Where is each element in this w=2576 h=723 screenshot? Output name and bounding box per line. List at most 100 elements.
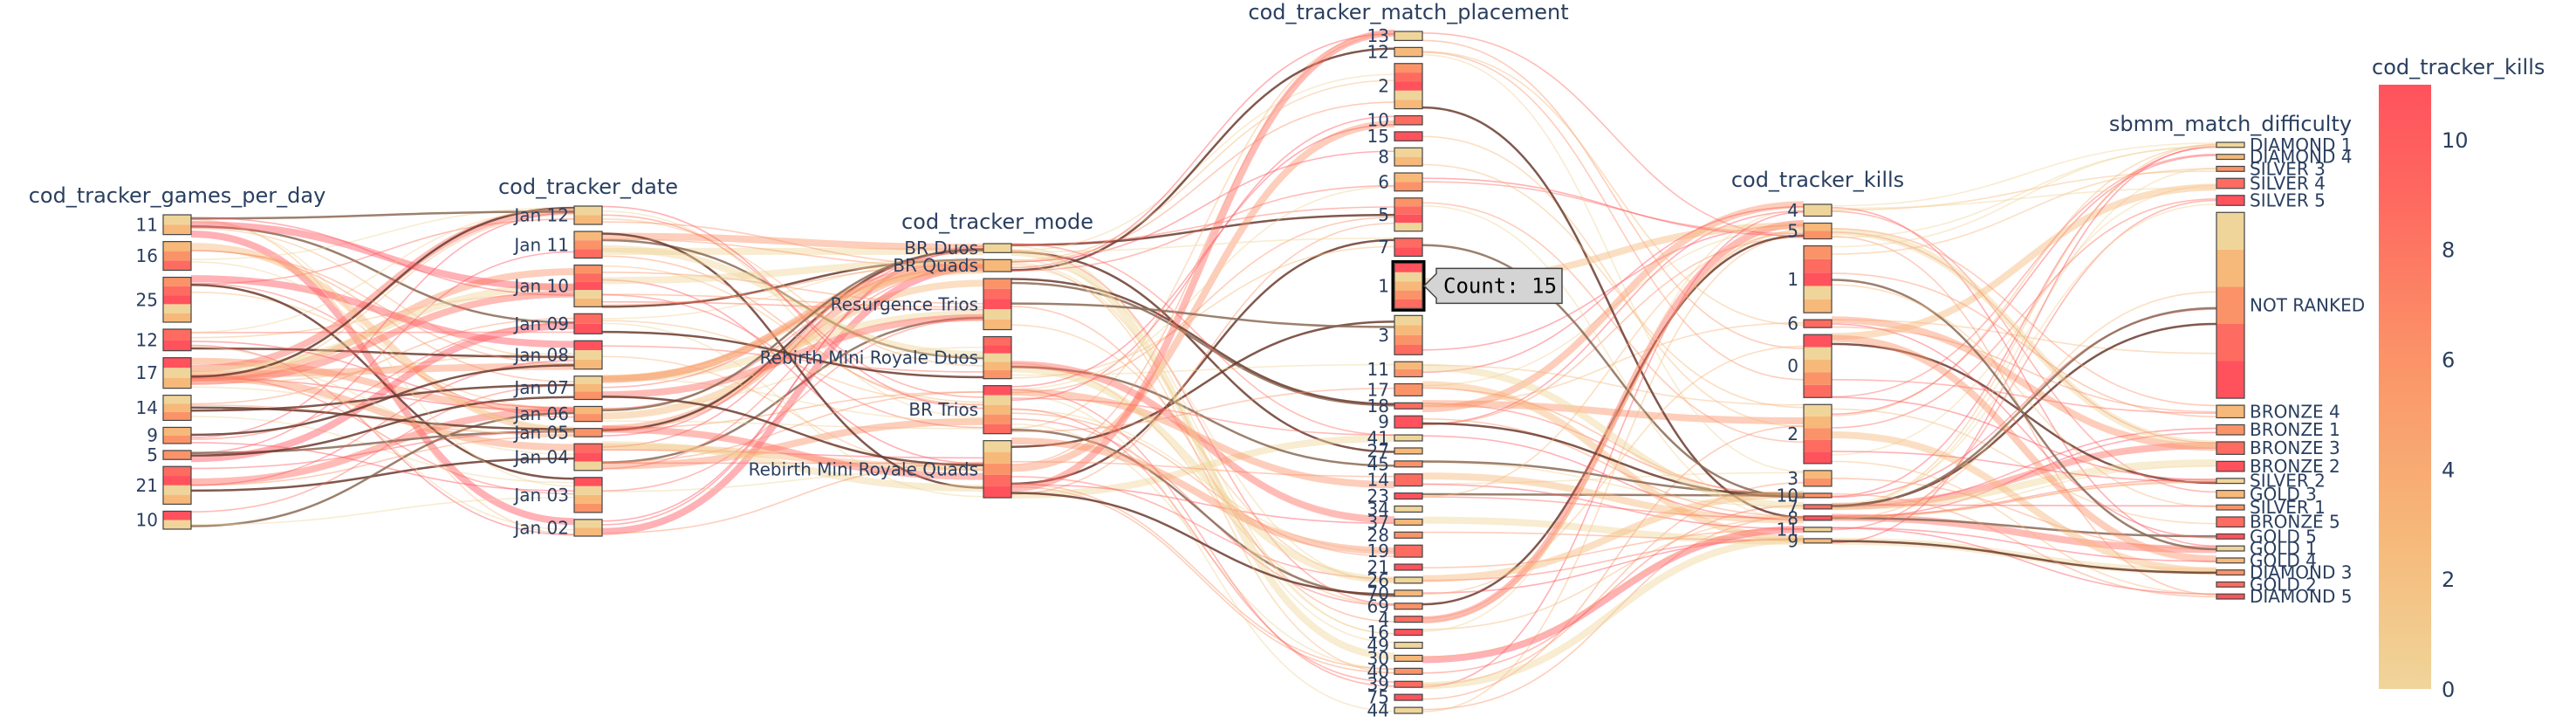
category-box[interactable]: 37	[1367, 512, 1423, 533]
category-outline	[1394, 434, 1423, 442]
category-box[interactable]: 2	[1378, 63, 1423, 110]
category-box[interactable]: 9	[1378, 411, 1423, 432]
category-box[interactable]: 40	[1367, 661, 1423, 682]
category-box[interactable]: 27	[1367, 440, 1423, 461]
category-box[interactable]: SILVER 1	[2216, 497, 2326, 518]
category-box[interactable]: Jan 11	[512, 231, 603, 259]
category-box[interactable]: 11	[136, 214, 192, 235]
category-box[interactable]: 8	[1378, 147, 1423, 168]
category-box[interactable]: 11	[1777, 519, 1833, 540]
category-box[interactable]: DIAMOND 3	[2216, 562, 2352, 583]
category-box[interactable]: Jan 09	[512, 313, 603, 334]
category-box[interactable]: 10	[1367, 110, 1423, 131]
category-box[interactable]: 75	[1367, 687, 1423, 708]
category-box[interactable]: 5	[1378, 197, 1423, 232]
category-box[interactable]: Resurgence Trios	[831, 278, 1012, 331]
category-box[interactable]: 4	[1787, 200, 1833, 221]
category-box[interactable]: SILVER 5	[2216, 190, 2326, 211]
category-box[interactable]: 28	[1367, 525, 1423, 546]
category-box[interactable]: 18	[1367, 396, 1423, 417]
category-box[interactable]: 15	[1367, 126, 1423, 147]
category-box[interactable]: BRONZE 2	[2216, 456, 2340, 477]
category-box[interactable]: 6	[1787, 313, 1833, 334]
category-box[interactable]: Jan 07	[512, 375, 603, 401]
category-box[interactable]: 34	[1367, 499, 1423, 520]
category-box[interactable]: 0	[1787, 334, 1833, 398]
category-box[interactable]: 44	[1367, 700, 1423, 721]
category-box[interactable]: 12	[1367, 42, 1423, 63]
category-box[interactable]: BRONZE 5	[2216, 512, 2340, 533]
category-box[interactable]: 39	[1367, 674, 1423, 695]
category-box[interactable]: GOLD 1	[2216, 538, 2317, 559]
category-box[interactable]: 5	[1787, 221, 1833, 242]
category-box[interactable]: 10	[1777, 485, 1833, 506]
category-box[interactable]: GOLD 2	[2216, 574, 2317, 595]
category-box[interactable]: 17	[136, 357, 192, 389]
category-box[interactable]: DIAMOND 5	[2216, 586, 2352, 607]
category-box[interactable]: 45	[1367, 453, 1423, 474]
category-box[interactable]: Jan 05	[512, 422, 603, 443]
category-box[interactable]: DIAMOND 1	[2216, 134, 2352, 155]
category-box[interactable]: 14	[1367, 470, 1423, 491]
category-band	[2216, 505, 2244, 510]
category-box[interactable]: Jan 03	[512, 477, 603, 513]
category-box[interactable]: 2	[1787, 403, 1833, 465]
category-box[interactable]: Jan 06	[512, 403, 603, 424]
category-box[interactable]: Jan 12	[512, 205, 603, 226]
category-box[interactable]: 70	[1367, 582, 1423, 603]
category-box[interactable]: Jan 02	[512, 517, 603, 538]
category-box[interactable]: 8	[1787, 507, 1833, 528]
category-box[interactable]: SILVER 2	[2216, 471, 2326, 492]
category-box[interactable]: GOLD 4	[2216, 550, 2317, 571]
category-box[interactable]: 26	[1367, 569, 1423, 590]
category-box[interactable]: 14	[136, 395, 192, 422]
category-box[interactable]: Rebirth Mini Royale Duos	[760, 335, 1012, 380]
category-box[interactable]: GOLD 3	[2216, 484, 2317, 505]
category-box[interactable]: 17	[1367, 379, 1423, 400]
category-box[interactable]: 25	[136, 276, 192, 323]
category-box[interactable]: 5	[147, 444, 192, 465]
category-box[interactable]: 1	[1378, 262, 1423, 309]
category-box[interactable]: 41	[1367, 428, 1423, 449]
category-box[interactable]: 7	[1787, 496, 1833, 517]
category-box[interactable]: BRONZE 1	[2216, 419, 2340, 440]
category-box[interactable]: Jan 04	[512, 443, 603, 472]
category-box[interactable]: BR Trios	[908, 385, 1012, 435]
category-box[interactable]: 21	[1367, 557, 1423, 578]
category-box[interactable]: 12	[136, 328, 192, 352]
category-box[interactable]: 30	[1367, 648, 1423, 669]
category-box[interactable]: 4	[1378, 609, 1423, 630]
category-label: 7	[1378, 237, 1389, 258]
category-box[interactable]: BR Duos	[904, 238, 1012, 258]
category-box[interactable]: 3	[1787, 468, 1833, 489]
category-box[interactable]: 49	[1367, 635, 1423, 656]
category-box[interactable]: 21	[136, 465, 192, 506]
category-box[interactable]: Rebirth Mini Royale Quads	[749, 440, 1012, 499]
category-box[interactable]: Jan 08	[512, 340, 603, 370]
category-box[interactable]: 23	[1367, 485, 1423, 506]
category-box[interactable]: 16	[136, 241, 192, 272]
category-box[interactable]: SILVER 3	[2216, 158, 2326, 179]
category-box[interactable]: GOLD 5	[2216, 526, 2317, 547]
category-band	[574, 414, 602, 422]
category-box[interactable]: 9	[147, 425, 192, 446]
category-box[interactable]: 10	[136, 510, 192, 531]
category-box[interactable]: 9	[1787, 530, 1833, 551]
category-band	[1394, 72, 1422, 82]
category-box[interactable]: 7	[1378, 237, 1423, 258]
category-box[interactable]: Jan 10	[512, 264, 603, 307]
category-box[interactable]: 1	[1787, 244, 1833, 313]
category-box[interactable]: NOT RANKED	[2216, 211, 2365, 399]
category-box[interactable]: 19	[1367, 541, 1423, 561]
category-box[interactable]: SILVER 4	[2216, 173, 2326, 194]
category-box[interactable]: BRONZE 4	[2216, 401, 2340, 422]
category-box[interactable]: 6	[1378, 171, 1423, 192]
category-box[interactable]: 11	[1367, 359, 1423, 380]
category-box[interactable]: 13	[1367, 25, 1423, 46]
category-box[interactable]: 3	[1378, 314, 1423, 355]
category-box[interactable]: DIAMOND 4	[2216, 147, 2352, 168]
category-box[interactable]: 69	[1367, 596, 1423, 616]
category-box[interactable]: 16	[1367, 622, 1423, 643]
category-box[interactable]: BRONZE 3	[2216, 437, 2340, 458]
category-box[interactable]: BR Quads	[893, 255, 1012, 276]
